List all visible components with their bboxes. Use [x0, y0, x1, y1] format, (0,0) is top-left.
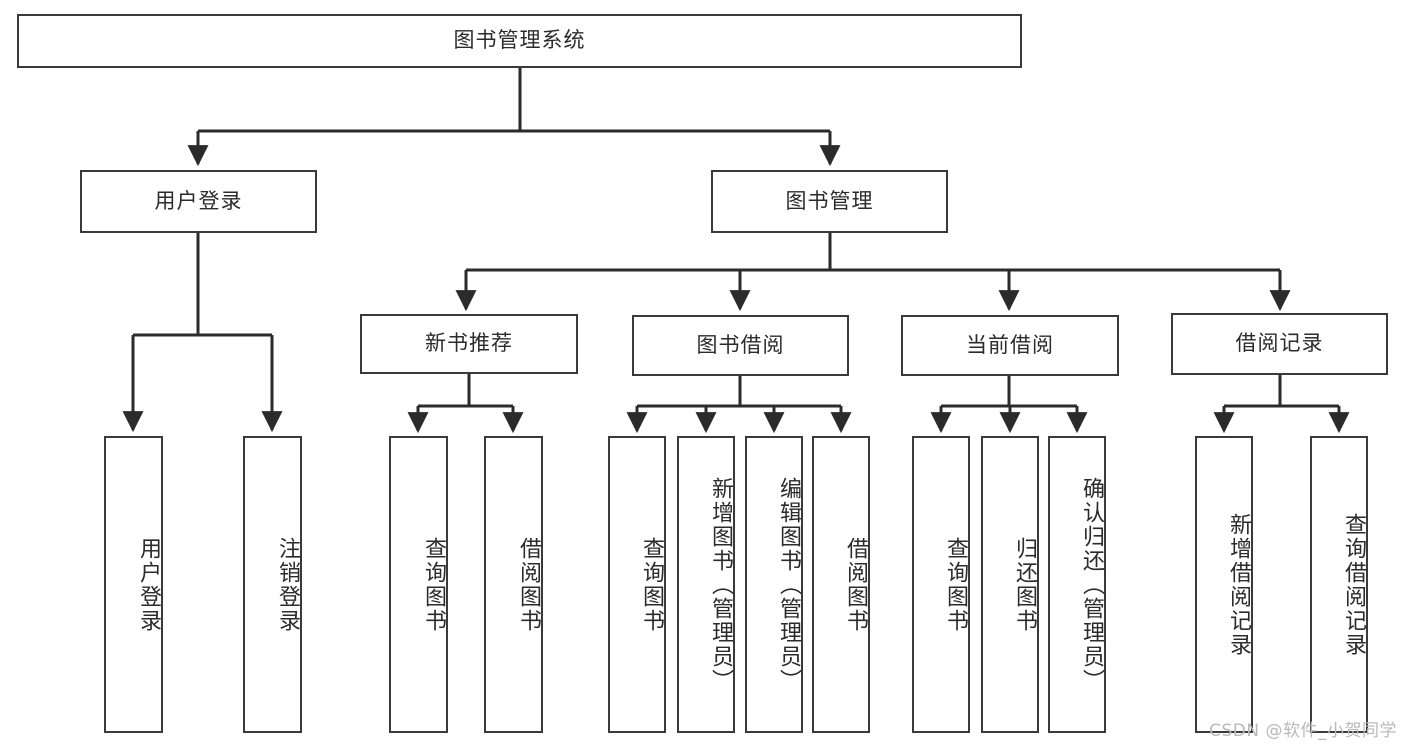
watermark-text: CSDN @软件_小贺同学 [1209, 721, 1397, 741]
node-leaf-query-book-current[interactable]: 查询图书 [912, 436, 970, 733]
node-leaf-confirm-return-admin[interactable]: 确认归还（管理员） [1048, 436, 1106, 733]
node-borrow-records[interactable]: 借阅记录 [1171, 313, 1388, 375]
node-label: 当前借阅 [966, 332, 1054, 357]
node-label: 注销登录 [275, 536, 300, 633]
node-leaf-query-borrow-record[interactable]: 查询借阅记录 [1310, 436, 1368, 733]
node-label: 新书推荐 [425, 331, 513, 356]
node-leaf-return-book[interactable]: 归还图书 [981, 436, 1039, 733]
node-leaf-query-book-borrow[interactable]: 查询图书 [608, 436, 666, 733]
node-label: 查询图书 [943, 536, 968, 633]
node-label: 归还图书 [1012, 536, 1037, 633]
node-label: 确认归还（管理员） [1079, 476, 1104, 693]
node-label: 新增图书（管理员） [708, 476, 733, 693]
node-label: 图书管理 [785, 188, 874, 213]
node-leaf-add-borrow-record[interactable]: 新增借阅记录 [1195, 436, 1253, 733]
node-book-borrow[interactable]: 图书借阅 [632, 315, 849, 376]
node-label: 编辑图书（管理员） [776, 476, 801, 693]
node-current-borrow[interactable]: 当前借阅 [901, 315, 1119, 376]
node-label: 借阅图书 [843, 536, 868, 633]
node-user-login[interactable]: 用户登录 [80, 170, 317, 233]
node-leaf-user-login[interactable]: 用户登录 [104, 436, 163, 733]
node-label: 图书借阅 [696, 332, 785, 357]
node-label: 借阅记录 [1235, 331, 1324, 356]
node-root-book-management-system[interactable]: 图书管理系统 [17, 14, 1022, 68]
node-label: 查询图书 [421, 536, 446, 633]
node-leaf-borrow-book[interactable]: 借阅图书 [812, 436, 870, 733]
node-label: 查询借阅记录 [1341, 512, 1366, 657]
node-label: 用户登录 [136, 536, 161, 633]
node-label: 查询图书 [639, 536, 664, 633]
node-label: 借阅图书 [516, 536, 541, 633]
node-book-management[interactable]: 图书管理 [711, 170, 948, 233]
node-leaf-user-logout[interactable]: 注销登录 [243, 436, 302, 733]
node-leaf-borrow-book-recommend[interactable]: 借阅图书 [484, 436, 543, 733]
node-leaf-query-book-recommend[interactable]: 查询图书 [389, 436, 448, 733]
node-leaf-add-book-admin[interactable]: 新增图书（管理员） [677, 436, 735, 733]
node-new-book-recommend[interactable]: 新书推荐 [360, 314, 578, 374]
node-leaf-edit-book-admin[interactable]: 编辑图书（管理员） [745, 436, 803, 733]
node-label: 新增借阅记录 [1226, 512, 1251, 657]
node-label: 用户登录 [154, 188, 243, 213]
node-label: 图书管理系统 [453, 28, 586, 53]
